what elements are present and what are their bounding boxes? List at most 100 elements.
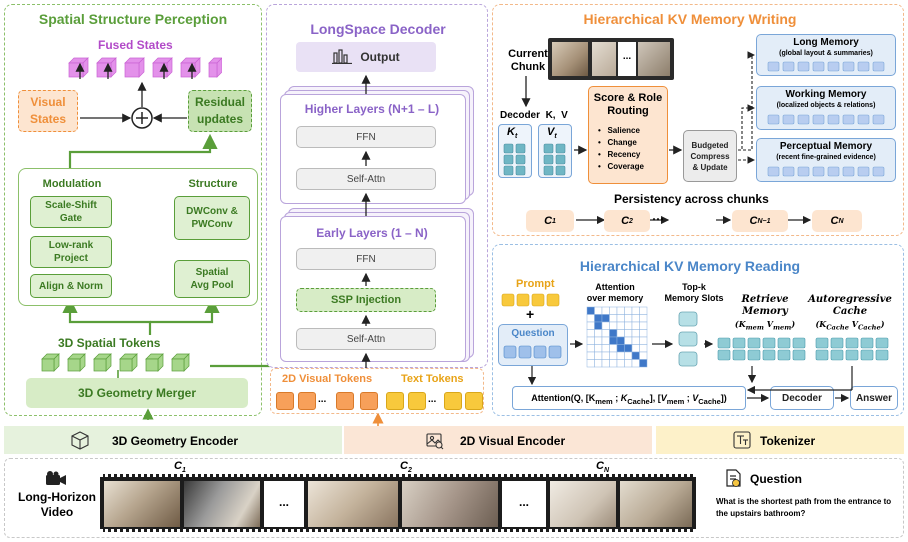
low-rank-project: Low-rank Project — [30, 236, 112, 268]
cube-icon — [70, 430, 90, 455]
fused-states-label: Fused States — [98, 38, 173, 52]
chunk-frame-image — [592, 42, 616, 76]
chunk-dots: ⋯ — [652, 212, 664, 226]
visual-token — [336, 392, 354, 410]
memory-slot — [782, 61, 795, 72]
working-memory-label: Working Memory — [785, 89, 867, 100]
writing-title: Hierarchical KV Memory Writing — [583, 11, 797, 27]
kt-label: Kt — [507, 126, 518, 141]
ssp-injection: SSP Injection — [296, 288, 436, 312]
prompt-token — [546, 293, 560, 307]
score-item: • Coverage — [598, 162, 644, 171]
residual-updates-box: Residual updates — [188, 90, 252, 132]
memory-slot — [782, 166, 795, 177]
working-memory-desc: (localized objects & relations) — [776, 102, 876, 109]
attention-label: Attention over memory — [586, 282, 644, 303]
fused-cube — [208, 57, 222, 78]
budget-box: Budgeted Compress & Update — [683, 130, 737, 182]
image-icon — [424, 430, 444, 455]
higher-layers-label: Higher Layers (N+1 – L) — [304, 102, 440, 116]
memory-slot — [812, 166, 825, 177]
higher-self-attn: Self-Attn — [296, 168, 436, 190]
c2-label: C2 — [400, 460, 412, 475]
perceptual-memory-box — [756, 138, 896, 182]
reading-title: Hierarchical KV Memory Reading — [579, 258, 801, 274]
plus-sign: + — [526, 306, 535, 322]
memory-slot — [767, 166, 780, 177]
modulation-label: Modulation — [42, 178, 102, 190]
tokenizer-bar — [656, 426, 904, 454]
memory-slot — [827, 114, 840, 125]
spatial-cube — [93, 353, 112, 372]
chunk-frame-image — [552, 42, 588, 76]
early-layers-label: Early Layers (1 – N) — [316, 226, 428, 240]
memory-slot — [827, 61, 840, 72]
prompt-label: Prompt — [516, 278, 555, 290]
dwconv-pwconv: DWConv & PWConv — [174, 196, 250, 240]
video-frame — [550, 481, 616, 527]
spatial-tokens-label: 3D Spatial Tokens — [58, 336, 161, 350]
prompt-token — [501, 293, 515, 307]
question-box-label: Question — [511, 328, 555, 339]
prompt-tokens — [501, 293, 560, 307]
memory-slot — [842, 114, 855, 125]
score-item: • Recency — [598, 150, 641, 159]
memory-slot — [797, 61, 810, 72]
fused-cube — [124, 57, 145, 78]
video-label: Long-Horizon Video — [18, 490, 96, 519]
bottom-border — [4, 458, 904, 538]
text-token — [465, 392, 483, 410]
memory-slot — [812, 114, 825, 125]
question-doc-icon — [724, 468, 742, 493]
reading-arrows — [527, 339, 853, 403]
c1-label: C1 — [174, 460, 186, 475]
chunk-frame-image — [638, 42, 670, 76]
text-token — [444, 392, 462, 410]
memory-slot — [812, 61, 825, 72]
score-item: • Salience — [598, 126, 640, 135]
video-frame — [104, 481, 180, 527]
memory-slot — [797, 114, 810, 125]
video-frame-ellipsis: ... — [502, 481, 546, 527]
scale-shift-gate: Scale-Shift Gate — [30, 196, 112, 228]
score-routing-box — [588, 86, 668, 184]
memory-slots — [767, 61, 885, 177]
topk-slot — [678, 331, 698, 347]
spatial-avg-pool: Spatial Avg Pool — [174, 260, 250, 298]
memory-slot — [842, 166, 855, 177]
text-token — [408, 392, 426, 410]
output-box: Output — [296, 42, 436, 72]
ssp-title: Spatial Structure Perception — [38, 11, 228, 27]
attention-formula-box: Attention(Q, [Kmem ; KCache], [Vmem ; VC… — [512, 386, 746, 410]
film-strip: ... ... — [100, 474, 696, 532]
memory-slot — [767, 61, 780, 72]
video-frame-ellipsis: ... — [264, 481, 304, 527]
spatial-token-cubes — [41, 353, 190, 372]
question-tokens — [503, 345, 562, 359]
geometry-encoder-label: 3D Geometry Encoder — [112, 434, 239, 448]
video-frame — [184, 481, 260, 527]
memory-slot — [782, 114, 795, 125]
question-title: Question — [750, 472, 803, 486]
geometry-merger-box: 3D Geometry Merger — [26, 378, 248, 408]
attention-cell — [639, 359, 648, 368]
visual-tokens-label: 2D Visual Tokens — [282, 373, 373, 385]
video-frame — [620, 481, 692, 527]
retrieve-label: Retrieve Memory(Kmem Vmem) — [734, 294, 796, 332]
long-memory-desc: (global layout & summaries) — [779, 50, 873, 57]
tokenizer-label: Tokenizer — [760, 434, 816, 448]
perceptual-memory-label: Perceptual Memory — [779, 141, 873, 152]
visual-encoder-label: 2D Visual Encoder — [460, 434, 566, 448]
topk-label: Top-k Memory Slots — [664, 282, 724, 303]
geometry-encoder-bar — [4, 426, 342, 454]
score-item: • Change — [598, 138, 637, 147]
visual-token — [298, 392, 316, 410]
attention-matrix — [586, 306, 648, 368]
prompt-token — [516, 293, 530, 307]
memory-slot — [857, 114, 870, 125]
long-memory-box — [756, 34, 896, 76]
early-ffn: FFN — [296, 248, 436, 270]
